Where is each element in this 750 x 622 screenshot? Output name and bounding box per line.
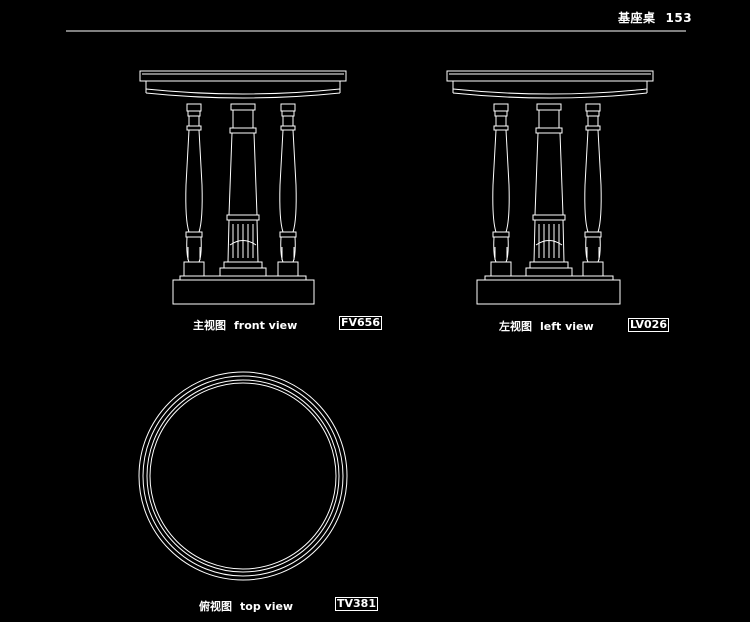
- front-view-code: FV656: [339, 316, 382, 330]
- left-view-drawing: [446, 70, 654, 305]
- top-view-code: TV381: [335, 597, 378, 611]
- top-view-caption: 俯视图 top view: [199, 598, 293, 614]
- left-view-caption: 左视图 left view: [499, 318, 594, 334]
- front-view-label-zh: 主视图: [193, 319, 226, 332]
- page-number: 153: [665, 11, 693, 25]
- top-view-label-zh: 俯视图: [199, 600, 232, 613]
- left-view-label-zh: 左视图: [499, 320, 532, 333]
- top-view-drawing: [138, 371, 348, 581]
- page-header: 基座桌 153: [618, 9, 692, 26]
- top-view-label-en: top view: [240, 600, 294, 613]
- header-title: 基座桌: [618, 11, 656, 25]
- left-view-code: LV026: [628, 318, 669, 332]
- front-view-label-en: front view: [234, 319, 298, 332]
- front-view-drawing: [139, 70, 347, 305]
- left-view-label-en: left view: [540, 320, 594, 333]
- front-view-caption: 主视图 front view: [193, 317, 297, 333]
